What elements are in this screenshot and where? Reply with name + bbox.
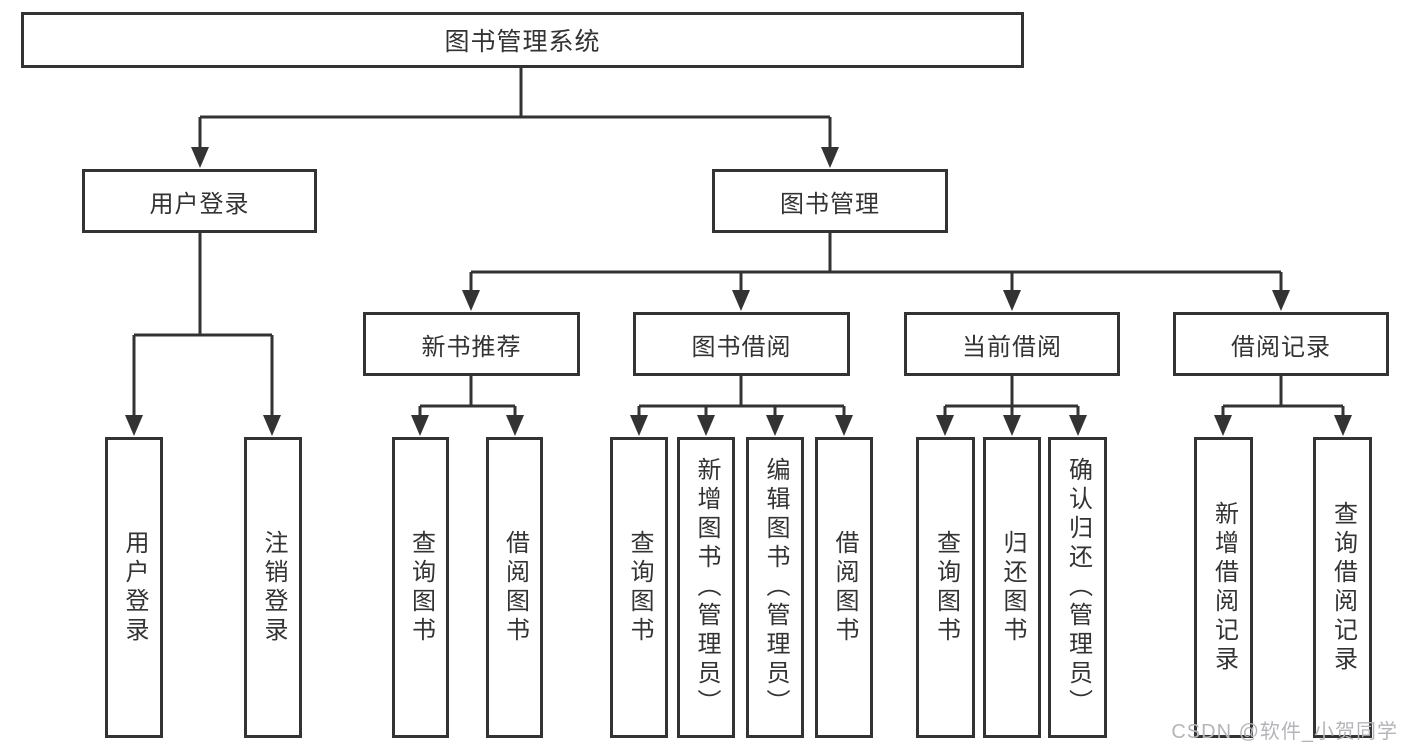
leaf-newbook-borrow-books: 借阅图书 bbox=[486, 437, 543, 738]
leaf-borrow-books: 借阅图书 bbox=[815, 437, 873, 738]
leaf-query-borrow-record: 查询借阅记录 bbox=[1313, 437, 1372, 738]
leaf-logout: 注销登录 bbox=[244, 437, 302, 738]
leaf-edit-books-admin-label: 编辑图书（管理员） bbox=[762, 457, 789, 718]
leaf-logout-label: 注销登录 bbox=[260, 529, 287, 646]
leaf-edit-books-admin: 编辑图书（管理员） bbox=[746, 437, 804, 738]
connector-bookborrow-to-leaves bbox=[630, 376, 853, 436]
leaf-user-login: 用户登录 bbox=[105, 437, 163, 738]
leaf-current-query-books-label: 查询图书 bbox=[932, 529, 960, 646]
connector-userlogin-to-leaves bbox=[125, 233, 281, 436]
leaf-return-books: 归还图书 bbox=[983, 437, 1041, 738]
leaf-add-borrow-record-label: 新增借阅记录 bbox=[1210, 500, 1238, 675]
node-user-login: 用户登录 bbox=[82, 169, 317, 233]
connector-root-to-level2 bbox=[191, 68, 839, 168]
node-current-borrow: 当前借阅 bbox=[904, 312, 1120, 376]
node-book-management: 图书管理 bbox=[712, 169, 948, 233]
node-book-borrow: 图书借阅 bbox=[633, 312, 850, 376]
leaf-user-login-label: 用户登录 bbox=[121, 529, 148, 646]
leaf-borrow-books-label: 借阅图书 bbox=[831, 529, 858, 646]
leaf-borrow-query-books: 查询图书 bbox=[610, 437, 668, 738]
connector-borrowrecord-to-leaves bbox=[1214, 376, 1352, 436]
leaf-add-books-admin-label: 新增图书（管理员） bbox=[693, 457, 720, 718]
leaf-borrow-query-books-label: 查询图书 bbox=[626, 529, 653, 646]
leaf-add-books-admin: 新增图书（管理员） bbox=[677, 437, 735, 738]
leaf-return-books-label: 归还图书 bbox=[999, 529, 1026, 646]
node-borrow-record: 借阅记录 bbox=[1173, 312, 1389, 376]
leaf-newbook-query-books-label: 查询图书 bbox=[407, 529, 435, 646]
leaf-query-borrow-record-label: 查询借阅记录 bbox=[1329, 500, 1357, 675]
leaf-confirm-return-admin: 确认归还（管理员） bbox=[1048, 437, 1107, 738]
connector-currentborrow-to-leaves bbox=[936, 376, 1087, 436]
node-root-system: 图书管理系统 bbox=[21, 12, 1024, 68]
leaf-newbook-borrow-books-label: 借阅图书 bbox=[501, 529, 529, 646]
leaf-current-query-books: 查询图书 bbox=[916, 437, 975, 738]
leaf-newbook-query-books: 查询图书 bbox=[392, 437, 449, 738]
leaf-add-borrow-record: 新增借阅记录 bbox=[1194, 437, 1253, 738]
leaf-confirm-return-admin-label: 确认归还（管理员） bbox=[1064, 457, 1092, 718]
connector-newbook-to-leaves bbox=[411, 376, 524, 436]
watermark: CSDN @软件_小贺同学 bbox=[1171, 721, 1398, 743]
connector-bookmgmt-to-level3 bbox=[462, 233, 1290, 311]
node-new-book-recommend: 新书推荐 bbox=[363, 312, 580, 376]
